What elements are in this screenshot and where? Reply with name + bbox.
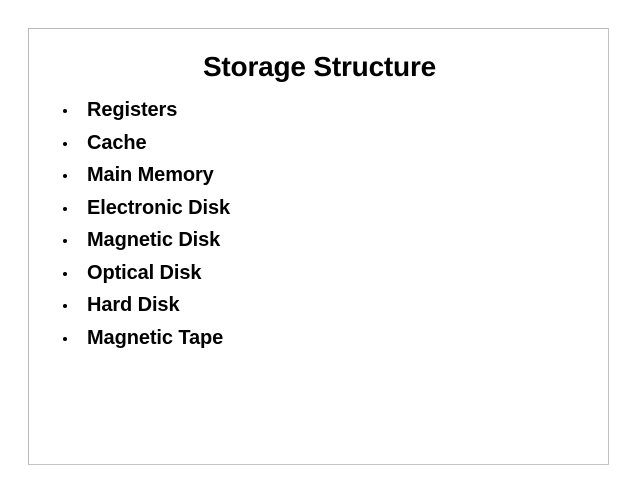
list-item: Magnetic Disk <box>59 227 579 260</box>
bullet-dot-icon <box>63 304 67 308</box>
bullet-dot-icon <box>63 109 67 113</box>
bullet-dot-icon <box>63 271 67 276</box>
list-item-label: Cache <box>87 131 147 154</box>
bullet-dot-icon <box>63 141 67 146</box>
bullet-dot-icon <box>63 336 67 341</box>
slide-frame: Storage Structure Registers Cache Main M… <box>28 28 609 465</box>
list-item: Hard Disk <box>59 292 579 325</box>
list-item-label: Main Memory <box>87 164 214 186</box>
list-item: Cache <box>59 130 579 163</box>
list-item-label: Hard Disk <box>87 294 180 316</box>
list-item: Optical Disk <box>59 260 579 293</box>
list-item: Magnetic Tape <box>59 325 579 358</box>
list-item: Registers <box>59 97 579 130</box>
bullet-dot-icon <box>63 174 67 178</box>
bullet-dot-icon <box>63 206 67 211</box>
list-item-label: Optical Disk <box>87 261 202 284</box>
list-item-label: Electronic Disk <box>87 196 231 219</box>
bullet-dot-icon <box>63 239 67 243</box>
page-title: Storage Structure <box>202 51 437 82</box>
bullet-list: Registers Cache Main Memory Electronic D… <box>59 97 579 357</box>
list-item: Electronic Disk <box>59 195 579 228</box>
list-item: Main Memory <box>59 162 579 195</box>
list-item-label: Registers <box>87 99 178 121</box>
list-item-label: Magnetic Disk <box>87 229 221 251</box>
list-item-label: Magnetic Tape <box>87 326 224 349</box>
